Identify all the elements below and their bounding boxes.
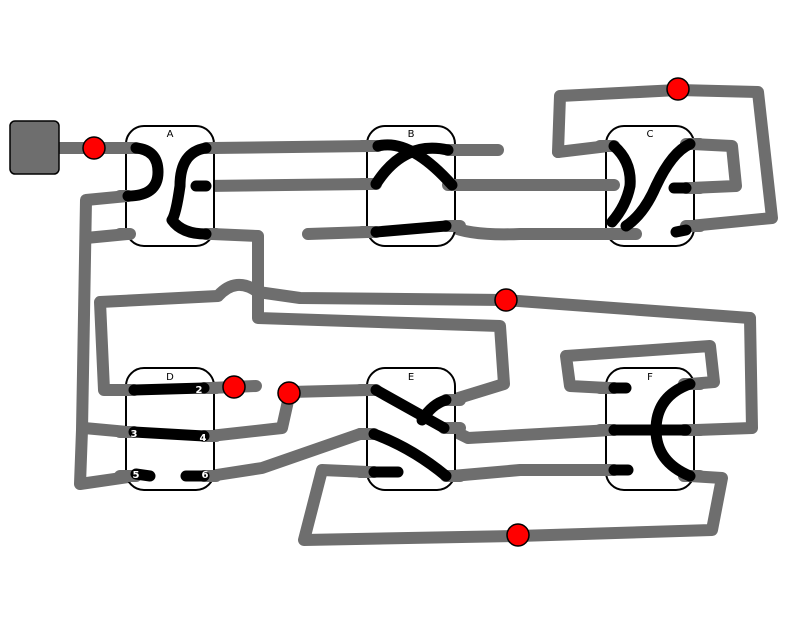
box-label-C: C: [647, 129, 654, 140]
link-C-bottom: [670, 224, 692, 238]
link-D-bottom-left: [130, 468, 156, 482]
link-D-top: [128, 382, 210, 396]
link-B-bottom: [370, 220, 452, 238]
pin-label-6: 6: [202, 470, 209, 481]
wire-E-to-F-middle: [442, 422, 618, 444]
wire-F-top-loop: [560, 340, 720, 394]
box-label-A: A: [167, 129, 174, 140]
link-C-diagonal: [620, 138, 696, 232]
box-label-D: D: [166, 372, 174, 383]
link-E-lower-cross: [368, 428, 452, 482]
wire-A-to-B-top: [206, 140, 376, 154]
wire-A-to-E: [206, 228, 510, 406]
box-label-E: E: [408, 372, 414, 383]
pin-label-4: 4: [200, 433, 207, 444]
pin-label-5: 5: [133, 470, 140, 481]
wire-C-right-loop: [684, 138, 742, 194]
marker-D4-wire: [277, 381, 301, 405]
marker-bottom-loop: [506, 523, 530, 547]
link-C-left: [606, 140, 636, 228]
link-E-cross-1: [370, 384, 450, 434]
wire-C-top-loop: [552, 84, 778, 232]
link-A-right: [166, 142, 212, 240]
link-E-cross-2: [416, 394, 452, 426]
box-label-F: F: [647, 372, 653, 383]
marker-C-top-loop: [666, 77, 690, 101]
link-B-cross-2: [370, 142, 454, 190]
marker-source: [82, 136, 106, 160]
wire-D6-to-E: [204, 428, 366, 482]
pin-labels-D: 2 3 4 5 6: [131, 385, 209, 481]
marker-middle-loop: [494, 288, 518, 312]
link-A-left: [122, 142, 164, 202]
box-label-B: B: [408, 129, 415, 140]
marker-D2: [222, 375, 246, 399]
pin-label-3: 3: [131, 429, 138, 440]
wire-A-to-B-middle: [199, 178, 376, 192]
link-D-mid: [128, 426, 210, 442]
pin-label-2: 2: [196, 385, 203, 396]
wire-D4-to-E: [204, 384, 374, 442]
link-F-curve: [650, 378, 696, 482]
red-markers: [82, 77, 690, 547]
internal-links: [122, 138, 696, 482]
wire-E-to-F-bottom: [446, 464, 614, 482]
power-source-block: [9, 120, 60, 175]
